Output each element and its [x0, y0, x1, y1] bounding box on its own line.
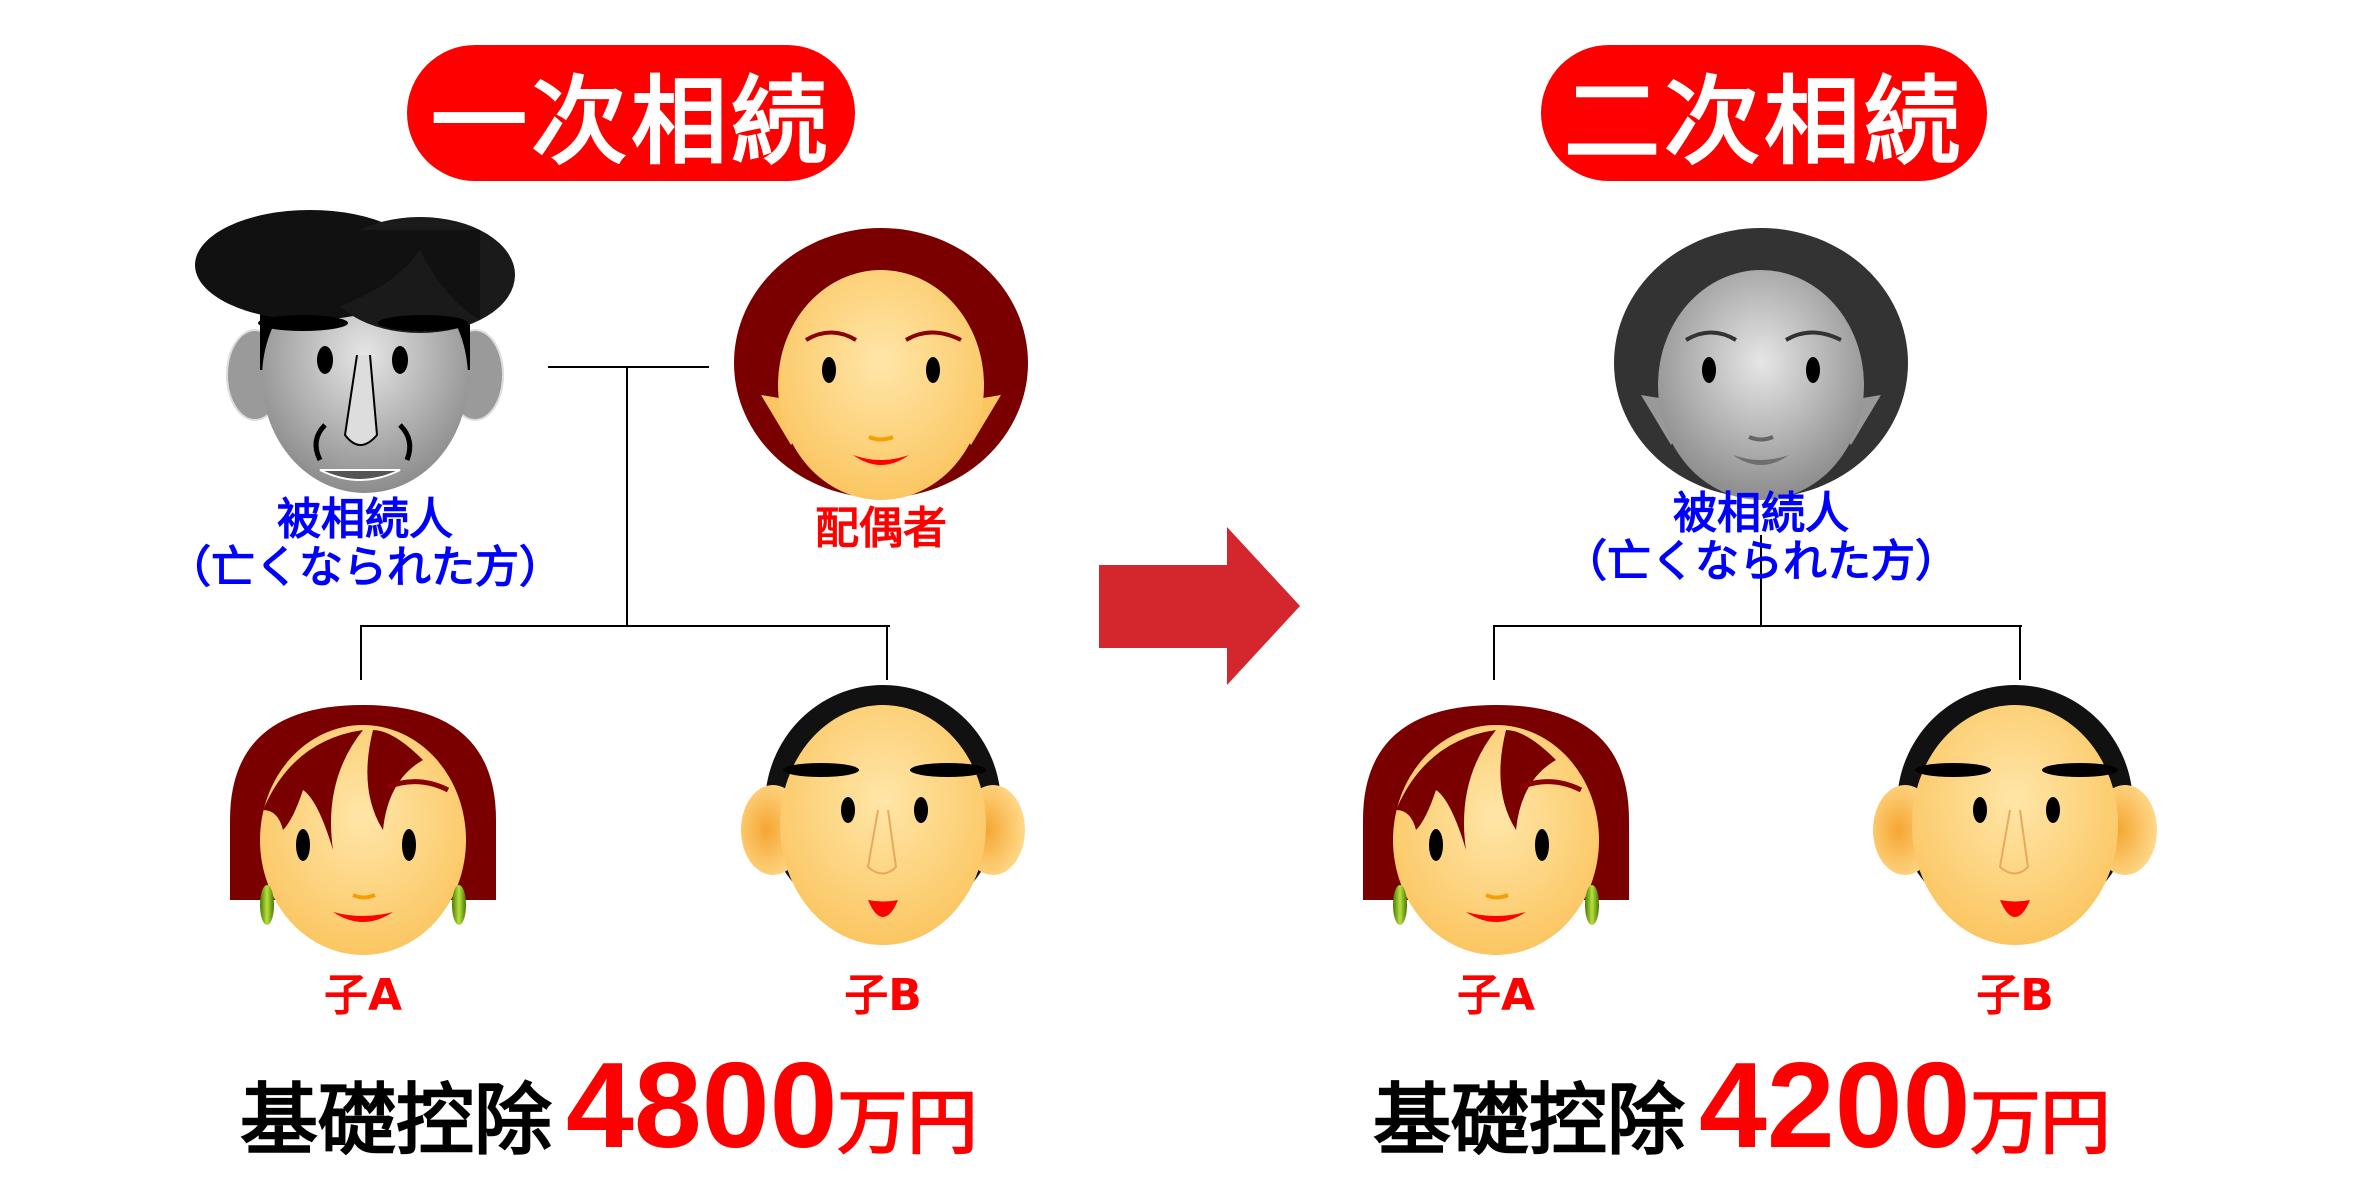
child-a-face [230, 705, 496, 955]
deduction-label: 基礎控除 [240, 1076, 553, 1166]
deceased-label: 被相続人 [277, 494, 453, 545]
deduction-unit: 万円 [1970, 1082, 2111, 1164]
child-b-face [1872, 684, 2158, 946]
arrow-right-icon [1099, 527, 1300, 685]
deceased-note: （亡くなられた方） [1563, 536, 1959, 588]
deceased-label-second: 被相続人 （亡くなられた方） [1563, 488, 1959, 588]
second-inheritance-title: 二次相続 [1541, 45, 1987, 181]
deduction-value: 4800 [566, 1037, 838, 1173]
child-b-face [740, 684, 1026, 946]
deceased-label-first: 被相続人 （亡くなられた方） [167, 494, 563, 594]
child-b-label: 子B [844, 970, 922, 1021]
deceased-father-face [195, 210, 515, 493]
spouse-label: 配偶者 [815, 503, 947, 554]
deduction-value: 4200 [1699, 1037, 1971, 1173]
basic-deduction-first: 基礎控除 4800 万円 [240, 1035, 977, 1175]
child-a-label: 子A [1456, 970, 1536, 1021]
first-inheritance-title: 一次相続 [407, 45, 855, 181]
basic-deduction-second: 基礎控除 4200 万円 [1373, 1035, 2110, 1175]
spouse-face [734, 228, 1028, 500]
child-b-label: 子B [1976, 970, 2054, 1021]
child-a-face [1363, 705, 1629, 955]
tree-lines-first [360, 366, 890, 680]
deduction-label: 基礎控除 [1373, 1076, 1686, 1166]
tree-lines-second [1493, 535, 2022, 680]
deduction-unit: 万円 [837, 1082, 978, 1164]
deceased-mother-face [1614, 228, 1908, 500]
deceased-label: 被相続人 [1673, 488, 1849, 539]
deceased-note: （亡くなられた方） [167, 542, 563, 594]
child-a-label: 子A [323, 970, 403, 1021]
